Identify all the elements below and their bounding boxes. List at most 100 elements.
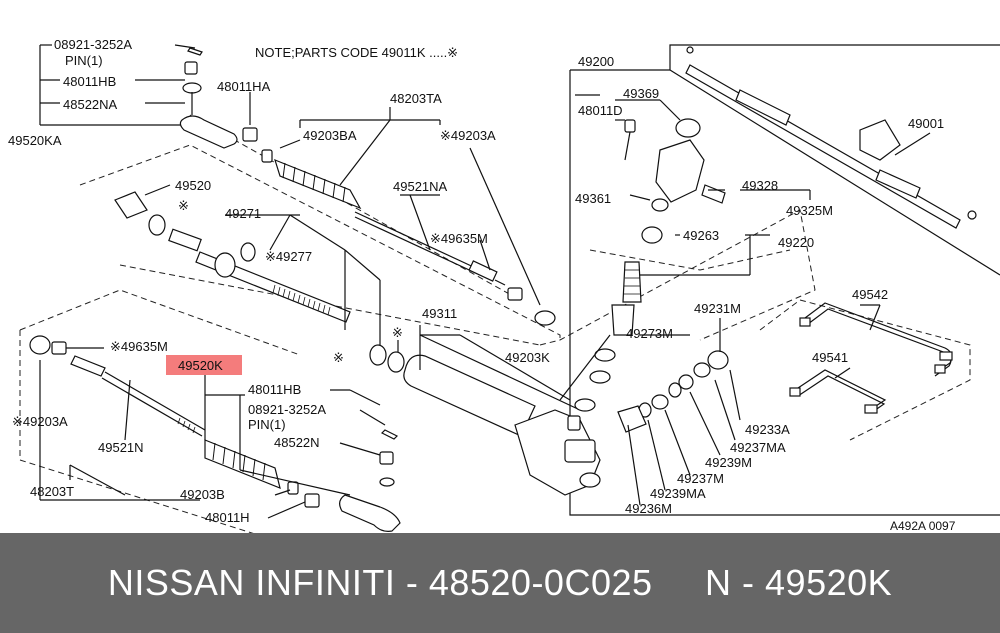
clip-49203A-left bbox=[29, 335, 51, 355]
frame-49200 bbox=[569, 70, 1000, 516]
nut-48011HB-mid bbox=[379, 451, 394, 465]
spring-49237M bbox=[651, 394, 669, 410]
seal-ring-2 bbox=[387, 351, 405, 373]
label-48522NA: 48522NA bbox=[63, 97, 118, 112]
seal-ring-1 bbox=[369, 344, 387, 366]
label-49520K: 49520K bbox=[178, 358, 223, 373]
clip-49203BA bbox=[261, 149, 273, 163]
oil-seal-49369 bbox=[675, 118, 701, 138]
assembly-outline-tierod-top bbox=[189, 114, 521, 301]
label-49231M: 49231M bbox=[694, 301, 741, 316]
label-49203A-top: ※49203A bbox=[440, 128, 496, 143]
gear-housing-49200 bbox=[514, 409, 601, 496]
clip-49203A-top bbox=[534, 310, 556, 326]
boot-49203BA bbox=[274, 158, 362, 210]
inner-rod-end-49521N bbox=[70, 355, 106, 377]
oring-49273M-b bbox=[589, 370, 611, 384]
nut-48011HB-top bbox=[184, 61, 198, 75]
seal-49233A bbox=[693, 362, 711, 378]
spring-49263 bbox=[641, 226, 663, 244]
pipe-49542-fitting-c bbox=[934, 364, 946, 374]
bearing-49361 bbox=[651, 198, 669, 212]
label-49369: 49369 bbox=[623, 86, 659, 101]
label-49520KA: 49520KA bbox=[8, 133, 62, 148]
pin-top bbox=[187, 47, 203, 56]
pipe-49542-fitting-b bbox=[939, 351, 953, 361]
label-48011H: 48011H bbox=[205, 510, 250, 525]
label-49541: 49541 bbox=[812, 350, 848, 365]
rack-assembly-boot-left bbox=[735, 89, 791, 126]
label-49203A-left: ※49203A bbox=[12, 414, 68, 429]
pinion-shaft bbox=[611, 304, 635, 336]
inner-rod-49521NA bbox=[354, 211, 481, 271]
label-49263: 49263 bbox=[683, 228, 719, 243]
tie-rod-end-49520KA bbox=[179, 115, 238, 149]
assembly-outline-pipes bbox=[759, 299, 971, 441]
highlight-49520K bbox=[166, 355, 242, 375]
label-49001: 49001 bbox=[908, 116, 944, 131]
part-number-banner: NISSAN INFINITI - 48520-0C025 N - 49520K bbox=[0, 533, 1000, 633]
label-pin-mid: PIN(1) bbox=[248, 417, 286, 432]
note-text: NOTE;PARTS CODE 49011K .....※ bbox=[255, 45, 458, 60]
assembly-outline-lower-left bbox=[19, 289, 301, 356]
label-pin-top: PIN(1) bbox=[65, 53, 103, 68]
clip-49203K bbox=[574, 398, 596, 412]
assembly-outline-right bbox=[539, 209, 816, 346]
nut-48011H bbox=[304, 493, 320, 508]
label-49273M: 49273M bbox=[626, 326, 673, 341]
inner-rod-49521N bbox=[104, 371, 206, 431]
assembly-outline-gear bbox=[589, 249, 791, 271]
washer-48522NA bbox=[182, 82, 202, 94]
nut-49231M bbox=[707, 350, 729, 370]
frame-49001-top bbox=[669, 44, 1000, 70]
label-48203T: 48203T bbox=[30, 484, 74, 499]
label-49203K: 49203K bbox=[505, 350, 550, 365]
rod-end-49521NA bbox=[468, 260, 498, 282]
pinion-teeth bbox=[624, 269, 641, 295]
banner-brand-part-number: NISSAN INFINITI - 48520-0C025 bbox=[107, 562, 653, 603]
label-49520: 49520 bbox=[175, 178, 211, 193]
inner-rod-thread bbox=[177, 417, 196, 434]
pipe-49541-fitting-a bbox=[789, 387, 801, 397]
assembly-outline-lower bbox=[19, 330, 254, 533]
label-48011HB-top: 48011HB bbox=[63, 74, 116, 89]
fitting-top bbox=[567, 415, 581, 431]
label-49237MA: 49237MA bbox=[730, 440, 786, 455]
assembly-outline-upper bbox=[79, 144, 561, 340]
clip-49203B bbox=[287, 481, 299, 495]
label-49325M: 49325M bbox=[786, 203, 833, 218]
diagram-reference-code: A492A 0097 bbox=[890, 519, 956, 533]
oring-49277 bbox=[240, 242, 256, 262]
ring-49520 bbox=[148, 214, 166, 236]
label-49220: 49220 bbox=[778, 235, 814, 250]
label-mark-1: ※ bbox=[178, 198, 189, 213]
label-08921-3252A-top: 08921-3252A bbox=[54, 37, 132, 52]
pin-mid bbox=[380, 429, 399, 440]
adjuster-49328 bbox=[701, 184, 726, 204]
pinion-49220 bbox=[622, 261, 642, 303]
label-49200: 49200 bbox=[578, 54, 614, 69]
nut-48011HA bbox=[242, 127, 258, 142]
label-49521N: 49521N bbox=[98, 440, 144, 455]
pipe-49542-fitting-a bbox=[799, 317, 811, 327]
label-08921-3252A-mid: 08921-3252A bbox=[248, 402, 326, 417]
label-48011D: 48011D bbox=[578, 103, 623, 118]
label-mark-2: ※ bbox=[392, 325, 403, 340]
label-49311: 49311 bbox=[422, 306, 457, 321]
rack-assembly-gear bbox=[859, 119, 901, 161]
washer-48522N bbox=[379, 477, 395, 487]
label-49236M: 49236M bbox=[625, 501, 672, 516]
rack-assembly-end-left bbox=[686, 46, 694, 54]
label-49203BA: 49203BA bbox=[303, 128, 357, 143]
label-mark-3: ※ bbox=[333, 350, 344, 365]
tie-rod-end-49520K bbox=[339, 494, 401, 532]
sleeve-49271 bbox=[168, 228, 202, 252]
gear-housing-seal bbox=[579, 472, 601, 488]
label-48011HB-mid: 48011HB bbox=[248, 382, 301, 397]
label-48011HA: 48011HA bbox=[217, 79, 271, 94]
label-49239M: 49239M bbox=[705, 455, 752, 470]
label-49237M: 49237M bbox=[677, 471, 724, 486]
bolt-48011D bbox=[624, 119, 636, 133]
washer-49237MA bbox=[678, 374, 694, 390]
label-48522N: 48522N bbox=[274, 435, 320, 450]
